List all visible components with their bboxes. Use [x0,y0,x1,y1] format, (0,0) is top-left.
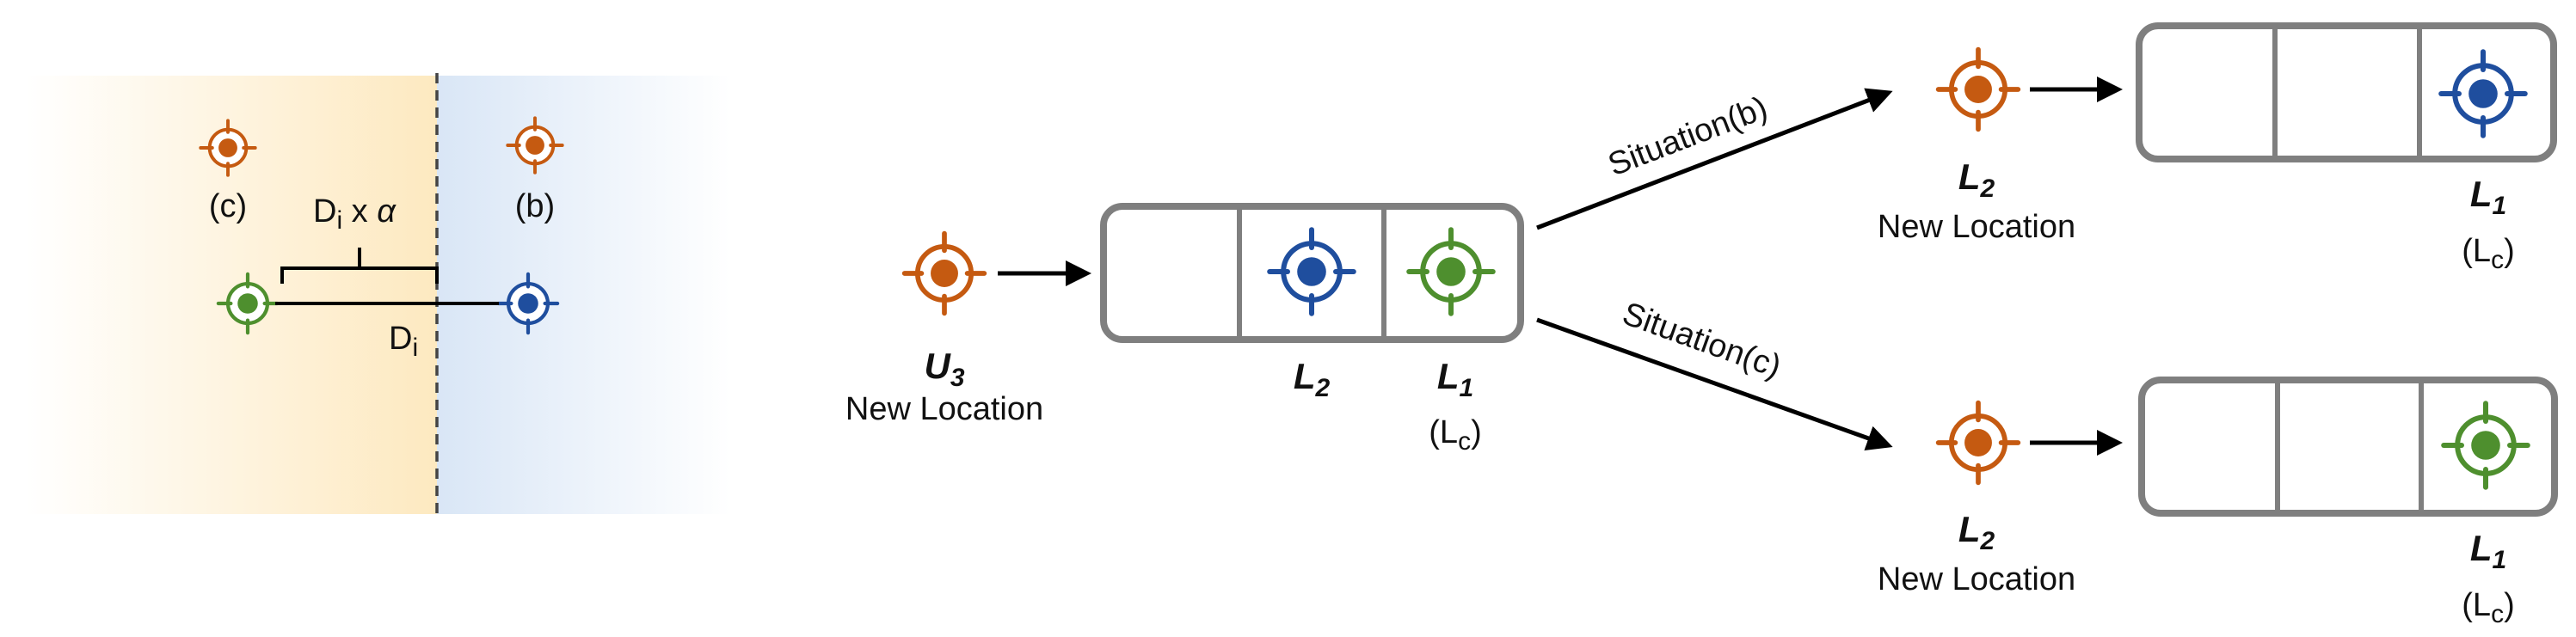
top-queue-box [2136,22,2557,162]
left-panel: (c) (b) Di x α Di [26,73,731,514]
label-l1: L1 [1437,356,1473,402]
label-di-alpha: Di x α [313,193,397,235]
caption-u3-new-location: New Location [845,391,1043,427]
location-target-icon [2438,49,2528,138]
label-top-lc: (Lc) [2462,233,2514,274]
location-target-icon [496,272,560,335]
caption-top-new-location: New Location [1878,209,2075,245]
bottom-branch: L2 New Location L1 (Lc) [1878,377,2558,628]
label-l2: L2 [1294,356,1331,402]
bottom-queue-box [2138,377,2558,517]
arrow-situation-c [1536,317,1893,451]
middle-queue: L2 L1 (Lc) [1100,203,1524,456]
location-target-icon [506,116,564,175]
location-target-icon [216,272,280,335]
label-di: Di [389,321,418,362]
label-u3: U3 [924,346,964,392]
location-target-icon [199,119,257,177]
arrow-situation-b [1536,88,1893,230]
label-bottom-l2: L2 [1958,509,1995,555]
label-situation-c: Situation(c) [1618,296,1786,385]
top-branch: L2 New Location L1 (Lc) [1878,22,2557,274]
label-c: (c) [209,188,247,224]
location-target-icon [901,230,987,316]
label-bottom-lc: (Lc) [2462,587,2514,628]
u3-group: U3 New Location [845,230,1091,427]
location-target-icon [1935,400,2021,486]
region-right [437,76,731,514]
location-target-icon [2441,401,2530,490]
location-target-icon [1267,227,1356,316]
location-target-icon [1406,227,1496,316]
label-b: (b) [515,188,555,224]
location-target-icon [1935,46,2021,132]
label-top-l1: L1 [2470,174,2506,220]
label-top-l2: L2 [1958,156,1995,203]
label-lc: (Lc) [1429,414,1481,456]
caption-bottom-new-location: New Location [1878,561,2075,597]
label-bottom-l1: L1 [2470,528,2506,574]
brace-di-alpha [280,248,439,284]
